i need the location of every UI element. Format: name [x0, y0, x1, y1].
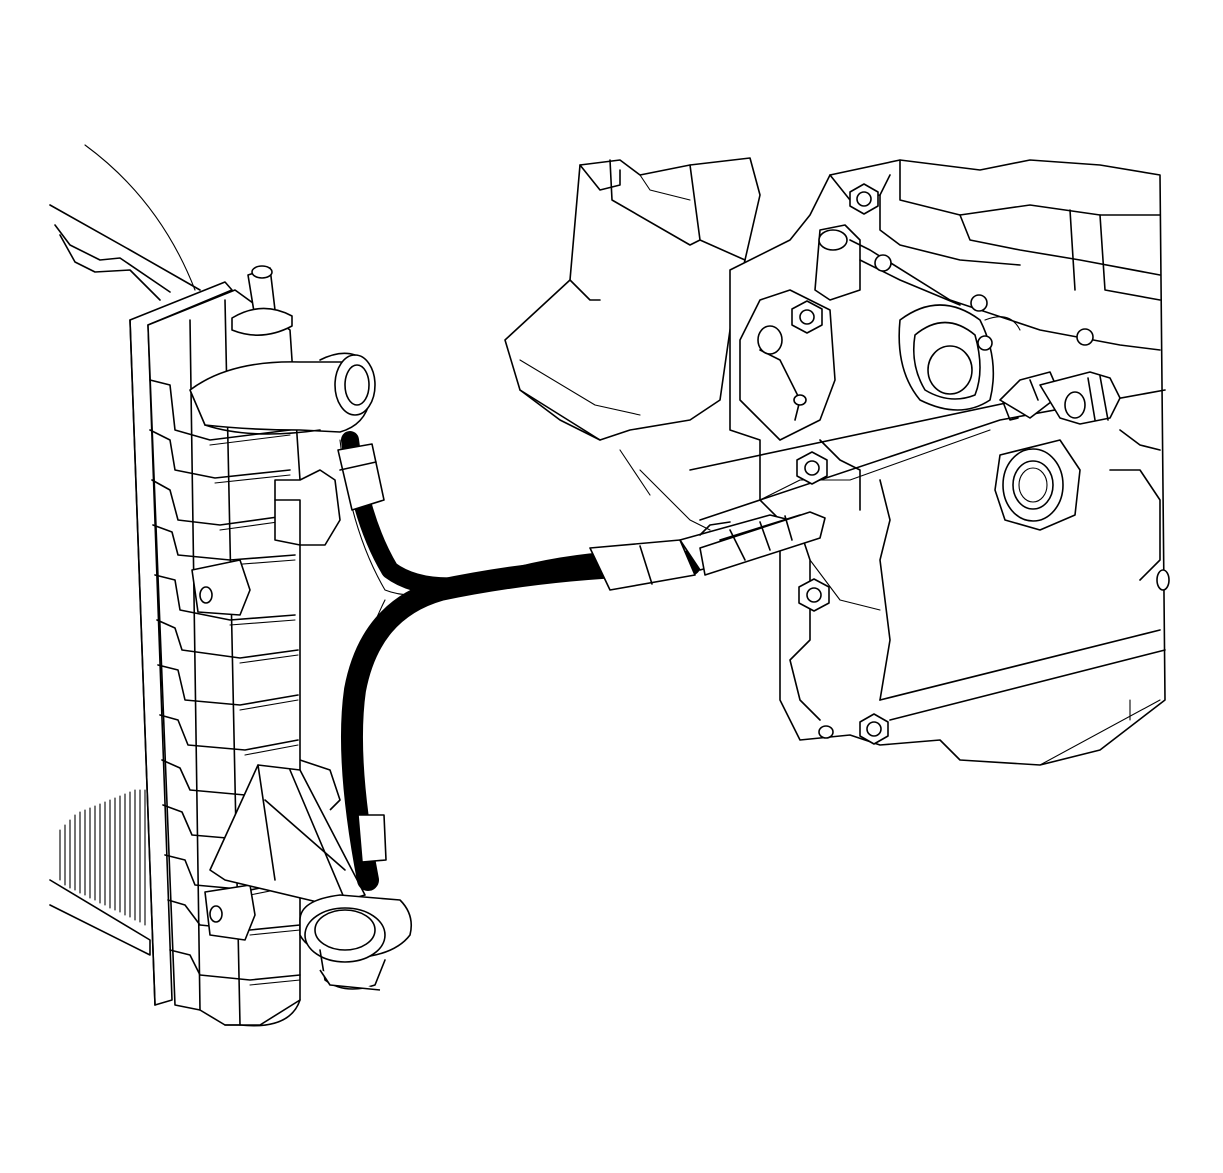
engine-block — [504, 157, 1170, 766]
drain-port — [994, 439, 1081, 531]
upper-radiator-tank — [147, 265, 366, 1026]
oil-cooler-lines — [337, 431, 701, 891]
engine-mounting-bolts — [791, 183, 1094, 745]
radiator-lower-hose-outlet — [224, 894, 413, 1027]
radiator — [49, 144, 413, 1027]
radiator-fins — [49, 789, 151, 956]
cooler-line-connectors — [619, 449, 826, 576]
oil-cooler-line-fitting — [999, 371, 1121, 425]
radiator-upper-hose-outlet — [189, 352, 376, 435]
